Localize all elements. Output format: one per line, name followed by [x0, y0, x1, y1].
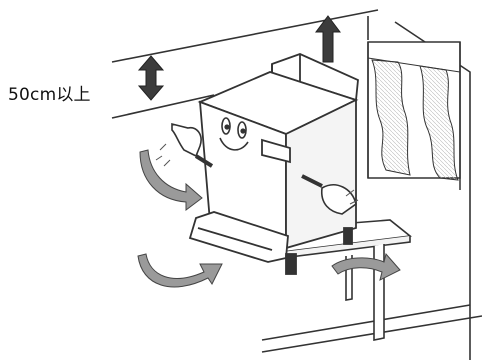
curved-arrow-icon [139, 149, 203, 211]
curved-arrow-bottom-icon [137, 253, 223, 288]
floor-line-2 [261, 315, 482, 353]
wall-top-line [111, 94, 215, 119]
pointing-hand-icon [171, 122, 214, 168]
wall-right-edge [394, 21, 471, 360]
curtain-right [419, 65, 459, 181]
smiley-face-icon [219, 117, 249, 151]
clearance-label: 50cm以上 [8, 85, 91, 105]
floor-line [261, 304, 471, 341]
table-leg-front [373, 244, 385, 341]
motion-ticks [155, 143, 359, 205]
double-arrow-icon [137, 55, 165, 101]
ceiling-line [111, 9, 379, 63]
machine-foot-left [285, 253, 297, 275]
pointing-hand-right-icon [301, 174, 357, 215]
machine-foot-right [343, 227, 353, 245]
curved-arrow-table-icon [331, 252, 401, 281]
machine-panel [261, 138, 291, 164]
window [367, 41, 461, 190]
room-lines [111, 9, 482, 360]
up-arrow-icon [315, 15, 341, 63]
curtain [371, 59, 411, 176]
